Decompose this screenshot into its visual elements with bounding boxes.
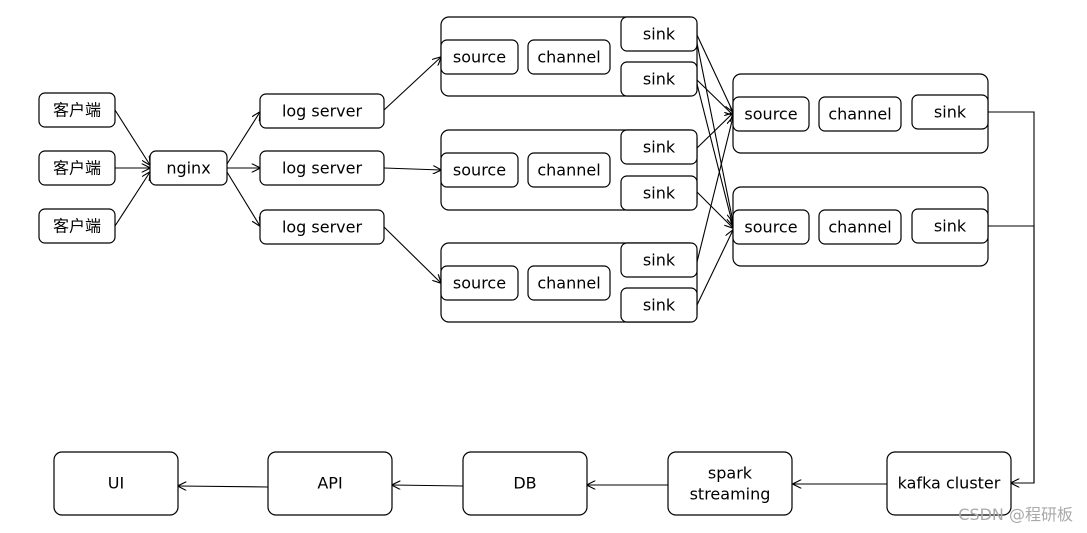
tier2-agent1-channel-label: channel bbox=[828, 105, 891, 124]
edge-a3s1-b1 bbox=[696, 117, 733, 263]
nginx-node: nginx bbox=[149, 150, 228, 186]
db-node: DB bbox=[462, 451, 588, 516]
agent1-sink-1-label: sink bbox=[643, 25, 676, 44]
edge-api-ui bbox=[178, 486, 269, 487]
agent2-source-label: source bbox=[453, 161, 506, 180]
agent1-source: source bbox=[440, 39, 519, 75]
agent3-sink-2: sink bbox=[620, 287, 698, 323]
db-label: DB bbox=[513, 474, 536, 493]
tier2-agent2-sink: sink bbox=[911, 208, 989, 244]
tier2-agent1-source-label: source bbox=[744, 105, 797, 124]
client-node-2: 客户端 bbox=[38, 150, 116, 186]
agent2-sink-1-label: sink bbox=[643, 138, 676, 157]
agent2-channel: channel bbox=[527, 152, 611, 188]
agent2-channel-label: channel bbox=[537, 161, 600, 180]
log-server-label-3: log server bbox=[282, 218, 363, 237]
tier2-agent2-source-label: source bbox=[744, 218, 797, 237]
log-server-node-2: log server bbox=[259, 150, 385, 186]
kafka-cluster-node: kafka cluster bbox=[886, 451, 1012, 516]
edge-log1-agent1 bbox=[383, 57, 441, 111]
agent3-sink-2-label: sink bbox=[643, 296, 676, 315]
agent2-sink-2: sink bbox=[620, 175, 698, 211]
log-server-node-3: log server bbox=[259, 209, 385, 245]
agent1-source-label: source bbox=[453, 48, 506, 67]
tier2-agent2-sink-label: sink bbox=[934, 217, 967, 236]
log-server-node-1: log server bbox=[259, 93, 385, 129]
agent1-channel-label: channel bbox=[537, 48, 600, 67]
edge-a1s2-b2 bbox=[696, 83, 733, 226]
agent3-sink-1-label: sink bbox=[643, 251, 676, 270]
client-node-1: 客户端 bbox=[38, 92, 116, 128]
edge-a2s1-b1 bbox=[696, 113, 733, 149]
agent3-source-label: source bbox=[453, 274, 506, 293]
agent1-sink-2: sink bbox=[620, 61, 698, 97]
tier2-agent1-source: source bbox=[732, 96, 810, 132]
ui-label: UI bbox=[108, 474, 124, 493]
agent3-channel: channel bbox=[527, 265, 611, 301]
log-server-label-2: log server bbox=[282, 159, 363, 178]
client-label-1: 客户端 bbox=[53, 101, 101, 120]
log-server-label-1: log server bbox=[282, 102, 363, 121]
agent2-source: source bbox=[440, 152, 519, 188]
edge-a1s2-b1 bbox=[696, 79, 733, 115]
agent3-source: source bbox=[440, 265, 519, 301]
kafka-cluster-label: kafka cluster bbox=[898, 474, 1001, 493]
edge-a1s1-b2 bbox=[696, 42, 733, 222]
spark-streaming-node: spark streaming bbox=[667, 451, 793, 516]
edge-client1-nginx bbox=[114, 109, 150, 165]
agent3-channel-label: channel bbox=[537, 274, 600, 293]
tier2-agent1-channel: channel bbox=[818, 96, 902, 132]
client-label-2: 客户端 bbox=[53, 159, 101, 178]
edges bbox=[114, 34, 1035, 487]
edge-client3-nginx bbox=[114, 172, 150, 227]
agent1-sink-2-label: sink bbox=[643, 70, 676, 89]
client-label-3: 客户端 bbox=[53, 217, 101, 236]
edge-log3-agent3 bbox=[383, 226, 441, 283]
agent3-sink-1: sink bbox=[620, 242, 698, 278]
tier2-agent1-sink: sink bbox=[911, 94, 989, 130]
edge-nginx-log3 bbox=[226, 171, 260, 226]
api-label: API bbox=[317, 474, 342, 493]
edge-b1-kafka bbox=[988, 111, 1035, 483]
edge-nginx-log1 bbox=[226, 112, 260, 165]
tier2-agent2-channel-label: channel bbox=[828, 218, 891, 237]
agent2-sink-2-label: sink bbox=[643, 184, 676, 203]
tier2-agent1-sink-label: sink bbox=[934, 103, 967, 122]
agent1-sink-1: sink bbox=[620, 16, 698, 52]
edge-a1s1-b1 bbox=[696, 34, 733, 112]
nginx-label: nginx bbox=[166, 159, 210, 178]
tier2-agent2-source: source bbox=[732, 209, 810, 245]
edge-log2-agent2 bbox=[383, 168, 441, 170]
edge-a3s2-b2 bbox=[696, 230, 733, 306]
api-node: API bbox=[267, 451, 393, 516]
edge-a2s2-b2 bbox=[696, 191, 733, 228]
watermark: CSDN @程研板 bbox=[958, 505, 1073, 524]
agent1-channel: channel bbox=[527, 39, 611, 75]
edge-b2-kafka bbox=[988, 225, 1035, 483]
ui-node: UI bbox=[53, 451, 179, 516]
agent2-sink-1: sink bbox=[620, 129, 698, 165]
client-node-3: 客户端 bbox=[38, 208, 116, 244]
edge-db-api bbox=[392, 485, 464, 486]
spark-label-line2: streaming bbox=[690, 485, 771, 504]
spark-label-line1: spark bbox=[708, 464, 753, 483]
tier2-agent2-channel: channel bbox=[818, 209, 902, 245]
